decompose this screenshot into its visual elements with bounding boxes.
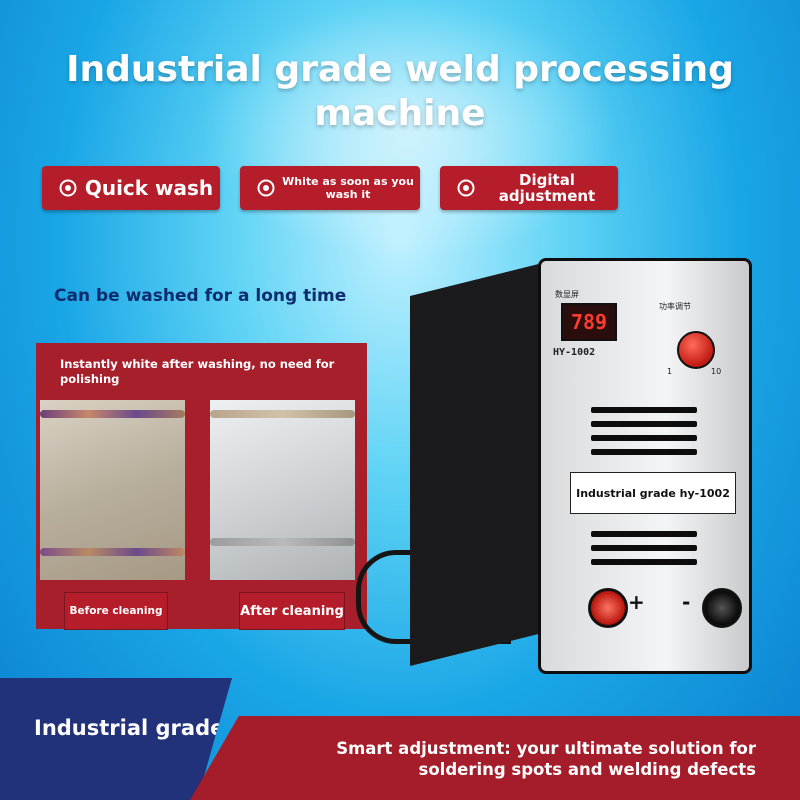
vent-slot bbox=[591, 449, 697, 455]
page-title: Industrial grade weld processing machine bbox=[66, 49, 734, 134]
vent-slot bbox=[591, 407, 697, 413]
minus-symbol: - bbox=[682, 590, 691, 614]
vent-slot bbox=[591, 435, 697, 441]
weld-seam bbox=[40, 548, 185, 556]
target-icon bbox=[257, 179, 275, 197]
plus-symbol: + bbox=[628, 590, 645, 614]
knob-min-label: 1 bbox=[667, 367, 673, 376]
subtitle: Can be washed for a long time bbox=[54, 286, 347, 306]
negative-terminal[interactable] bbox=[702, 588, 742, 628]
after-cleaning-label: After cleaning bbox=[239, 592, 345, 630]
weld-seam bbox=[210, 538, 355, 546]
comparison-panel: Instantly white after washing, no need f… bbox=[36, 343, 367, 630]
weld-seam bbox=[210, 410, 355, 418]
power-knob[interactable] bbox=[677, 331, 715, 369]
vent-slot bbox=[591, 421, 697, 427]
knob-max-label: 10 bbox=[711, 367, 722, 376]
vent-slot bbox=[591, 545, 697, 551]
footer-left-banner: Industrial grade bbox=[0, 678, 232, 800]
positive-terminal[interactable] bbox=[588, 588, 628, 628]
weld-machine: 数显屏 789 HY-1002 功率调节 1 10 Industrial gra… bbox=[410, 258, 752, 674]
footer-left-text: Industrial grade bbox=[34, 716, 225, 740]
feature-quick-wash: Quick wash bbox=[42, 166, 220, 210]
vent-slot bbox=[591, 531, 697, 537]
display-caption: 数显屏 bbox=[555, 290, 579, 299]
footer-right-banner: Smart adjustment: your ultimate solution… bbox=[190, 716, 800, 800]
feature-label: Digital adjustment bbox=[498, 171, 596, 205]
machine-label: Industrial grade hy-1002 bbox=[570, 472, 736, 514]
knob-caption: 功率调节 bbox=[659, 302, 691, 311]
target-icon bbox=[457, 179, 475, 197]
weld-seam bbox=[40, 410, 185, 418]
feature-label: White as soon as you wash it bbox=[282, 175, 414, 201]
vent-slot bbox=[591, 559, 697, 565]
before-photo bbox=[40, 400, 185, 580]
feature-digital-adjustment: Digital adjustment bbox=[440, 166, 618, 210]
model-text: HY-1002 bbox=[553, 347, 596, 358]
target-icon bbox=[59, 179, 77, 197]
footer-right-text: Smart adjustment: your ultimate solution… bbox=[336, 739, 756, 779]
before-cleaning-label: Before cleaning bbox=[64, 592, 168, 630]
after-photo bbox=[210, 400, 355, 580]
machine-side-panel bbox=[410, 261, 550, 666]
digital-display: 789 bbox=[561, 303, 617, 341]
feature-white-wash: White as soon as you wash it bbox=[240, 166, 420, 210]
light-glow bbox=[200, 0, 620, 260]
feature-label: Quick wash bbox=[84, 176, 214, 200]
comparison-note: Instantly white after washing, no need f… bbox=[60, 357, 335, 386]
